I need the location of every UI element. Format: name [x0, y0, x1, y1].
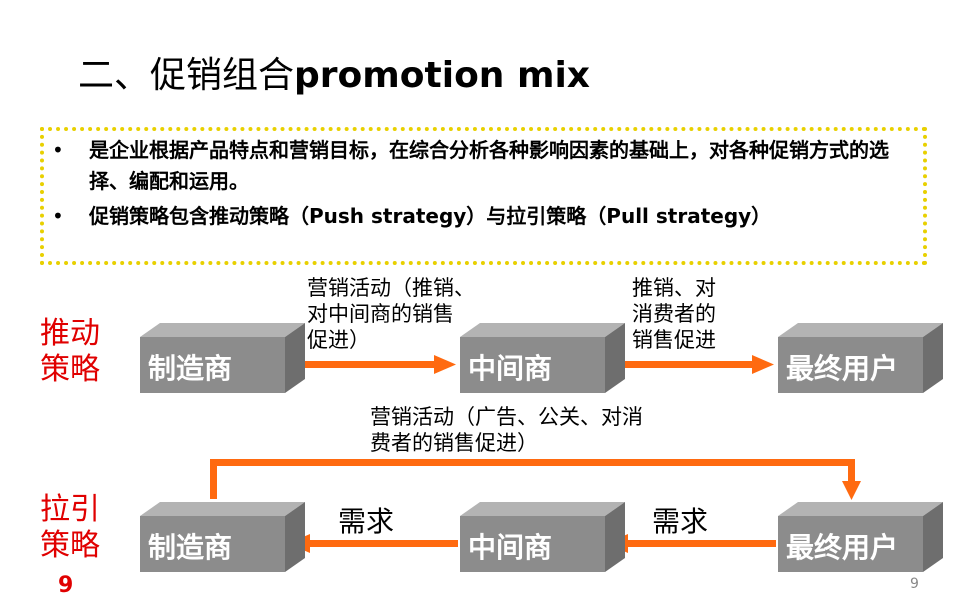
- page-number-left: 9: [58, 573, 74, 598]
- pull-strategy-label: 拉引 策略: [40, 492, 100, 564]
- pull-label-line-1: 拉引: [40, 492, 100, 527]
- pull-loop-top: [210, 459, 855, 466]
- pull-top-note-line-2: 费者的销售促进）: [370, 431, 538, 455]
- push-note-2-line-3: 销售促进: [632, 328, 716, 352]
- pull-box-intermediary: 中间商: [460, 502, 625, 572]
- push-note-1: 营销活动（推销、 对中间商的销售 促进）: [307, 275, 475, 353]
- push-box-intermediary-label: 中间商: [468, 352, 553, 385]
- push-note-2-line-1: 推销、对: [632, 276, 716, 300]
- push-arrow-2-head: [752, 355, 774, 374]
- push-box-manufacturer: 制造商: [140, 323, 305, 393]
- pull-top-note: 营销活动（广告、公关、对消 费者的销售促进）: [370, 404, 643, 456]
- push-box-end-user: 最终用户: [778, 323, 943, 393]
- definition-box: [40, 127, 927, 265]
- pull-loop-right: [848, 459, 855, 481]
- bullet-icon: •: [52, 204, 64, 228]
- pull-box-manufacturer-label: 制造商: [148, 531, 233, 564]
- push-box-intermediary: 中间商: [460, 323, 625, 393]
- pull-box-manufacturer: 制造商: [140, 502, 305, 572]
- push-arrow-2: [606, 361, 752, 368]
- pull-demand-label-2: 需求: [652, 505, 709, 538]
- push-note-1-line-3: 促进）: [307, 328, 370, 352]
- bullet-icon: •: [52, 138, 64, 162]
- pull-label-line-2: 策略: [40, 528, 100, 563]
- pull-loop-head: [842, 481, 861, 500]
- pull-top-note-line-1: 营销活动（广告、公关、对消: [370, 405, 643, 429]
- title-english: promotion mix: [294, 55, 591, 96]
- push-label-line-2: 策略: [40, 352, 100, 387]
- pull-demand-label-1: 需求: [338, 505, 395, 538]
- push-strategy-label: 推动 策略: [40, 316, 100, 388]
- push-box-manufacturer-label: 制造商: [148, 352, 233, 385]
- pull-box-end-user-label: 最终用户: [786, 531, 899, 564]
- pull-arrow-2: [628, 540, 776, 547]
- push-note-2: 推销、对 消费者的 销售促进: [632, 275, 716, 353]
- push-arrow-1: [288, 361, 434, 368]
- title-chinese: 二、促销组合: [78, 55, 295, 96]
- push-note-1-line-2: 对中间商的销售: [307, 302, 454, 326]
- push-label-line-1: 推动: [40, 316, 100, 351]
- definition-text-1: 是企业根据产品特点和营销目标，在综合分析各种影响因素的基础上，对各种促销方式的选…: [89, 138, 889, 193]
- definition-text-2: 促销策略包含推动策略（Push strategy）与拉引策略（Pull stra…: [89, 204, 772, 228]
- push-arrow-1-head: [434, 355, 456, 374]
- pull-box-end-user: 最终用户: [778, 502, 943, 572]
- slide-title: 二、促销组合promotion mix: [78, 52, 590, 100]
- pull-loop-left: [210, 459, 217, 499]
- pull-box-intermediary-label: 中间商: [468, 531, 553, 564]
- push-box-end-user-label: 最终用户: [786, 352, 899, 385]
- push-note-1-line-1: 营销活动（推销、: [307, 276, 475, 300]
- page-number-right: 9: [910, 576, 919, 592]
- push-note-2-line-2: 消费者的: [632, 302, 716, 326]
- pull-arrow-1: [310, 540, 458, 547]
